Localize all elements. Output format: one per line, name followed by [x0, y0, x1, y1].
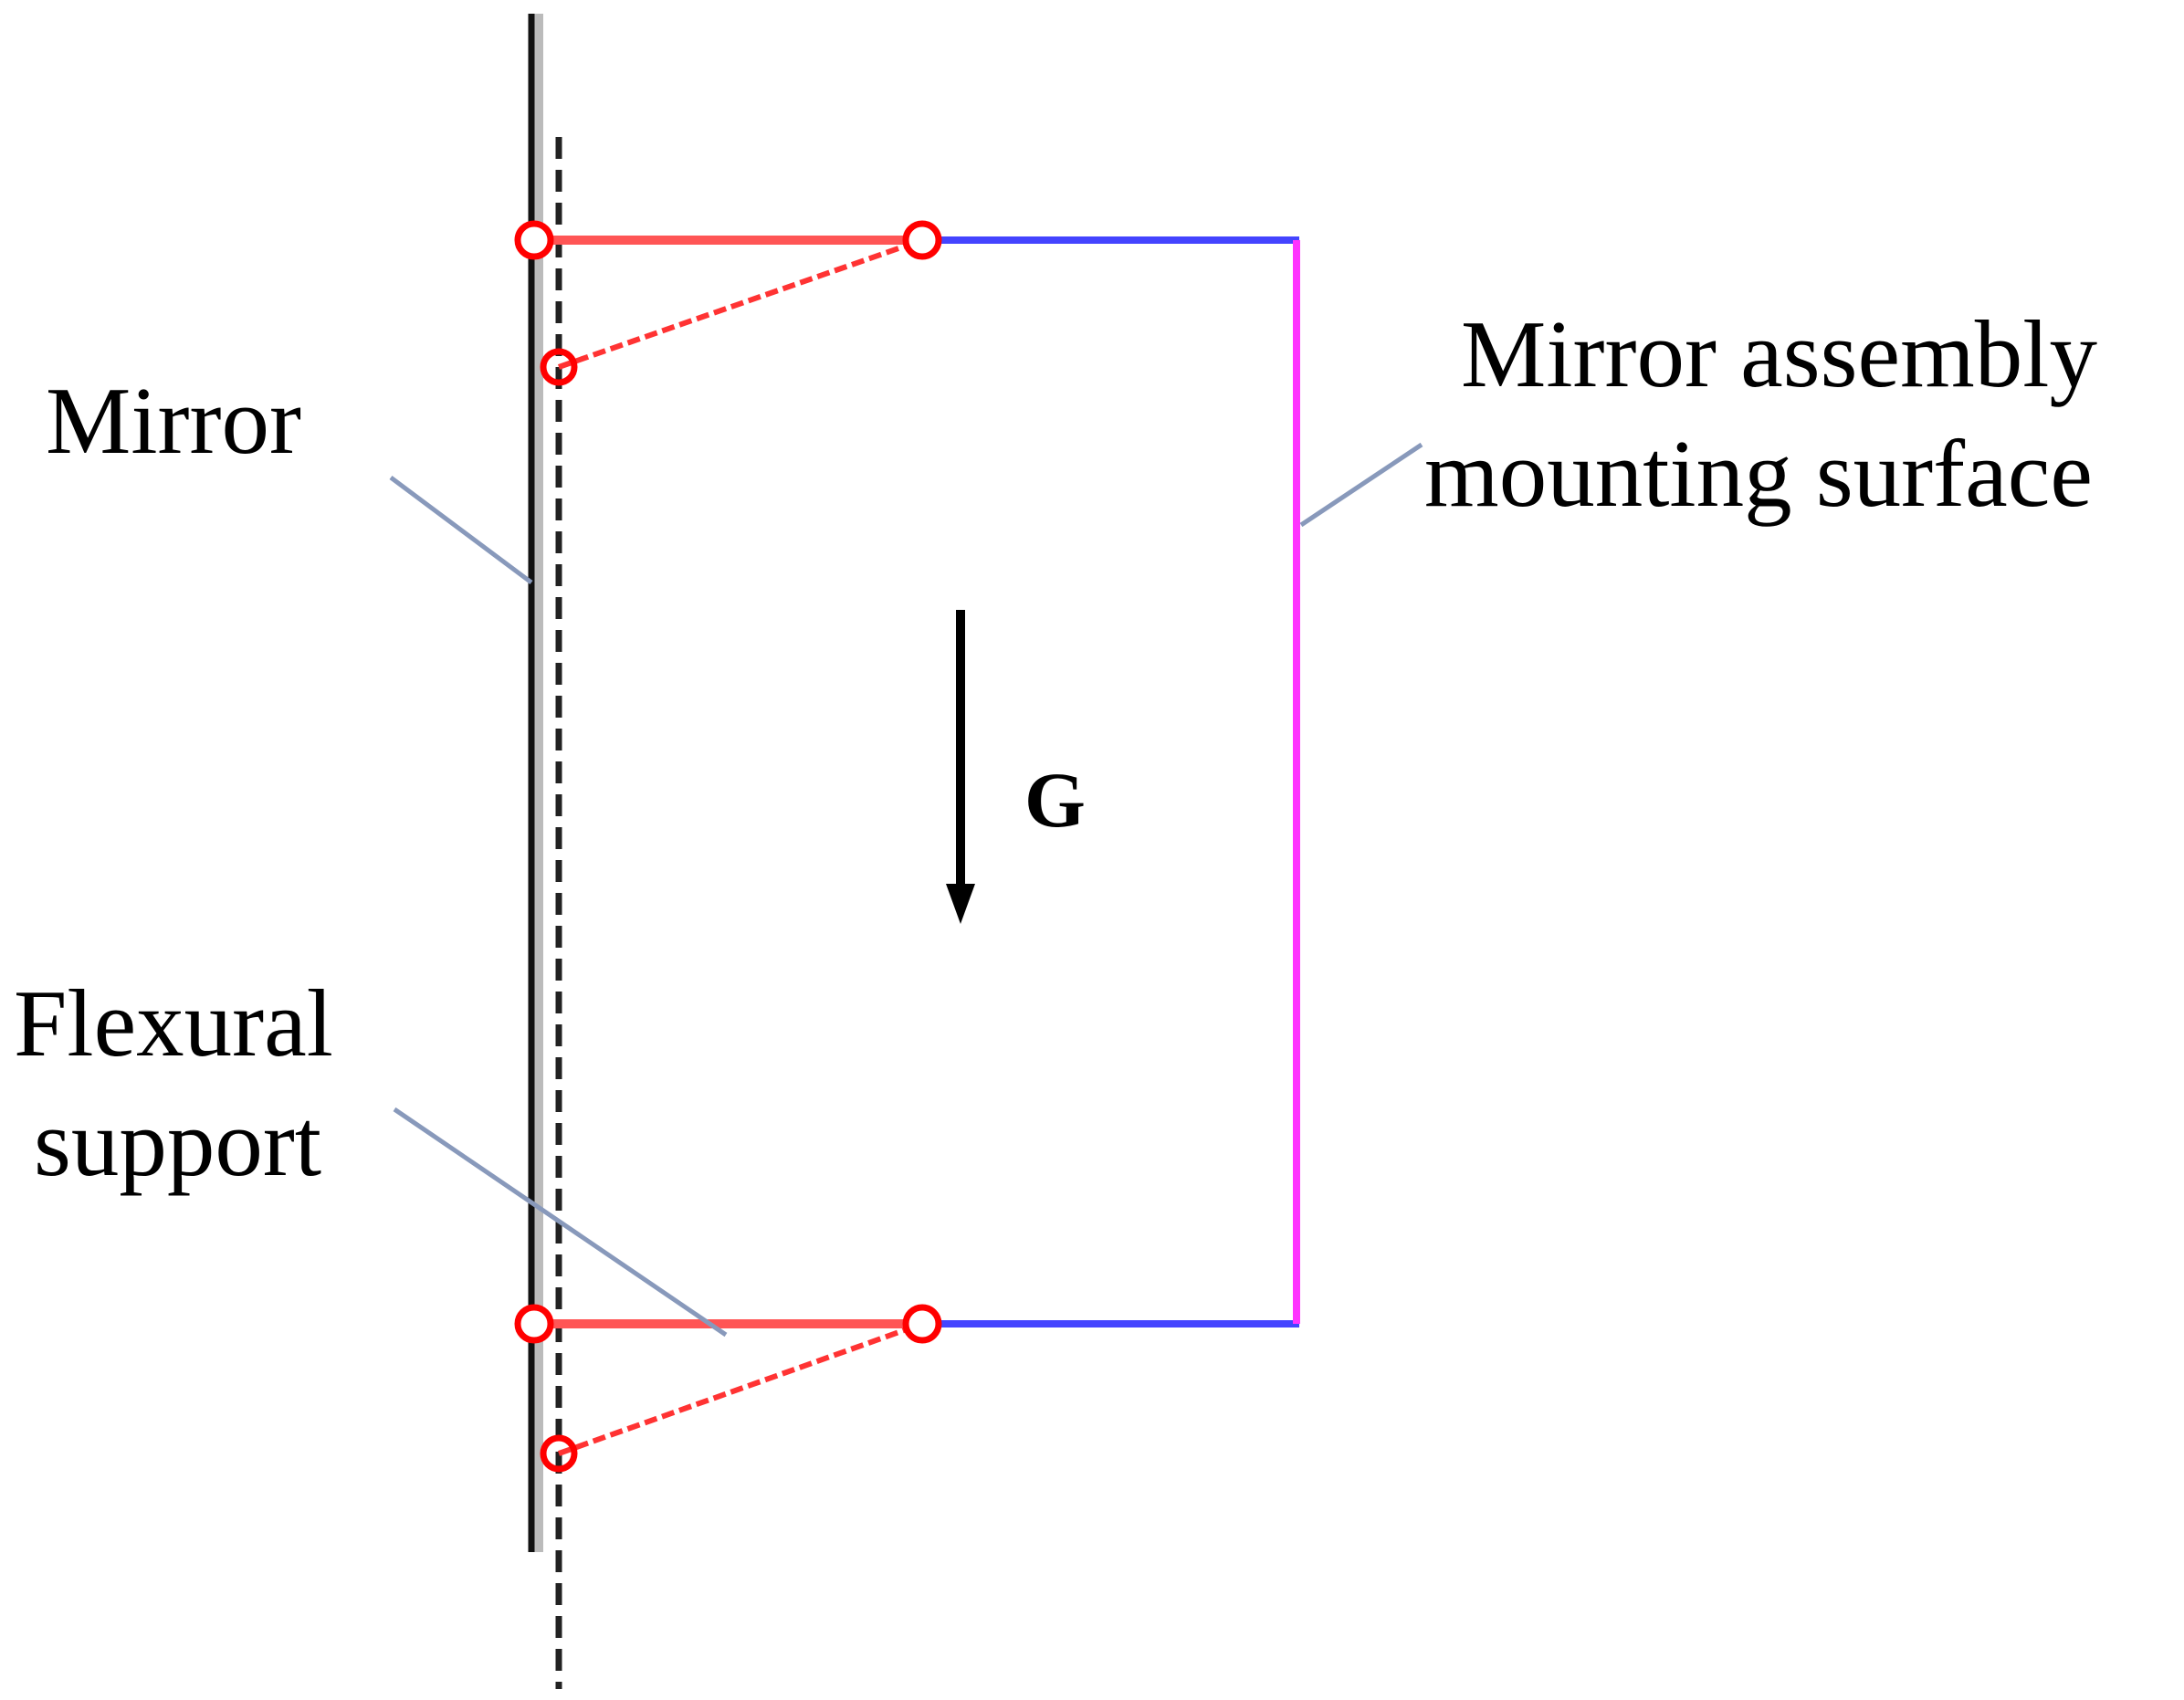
arrow-down-head: [946, 884, 975, 924]
flexural-support-label: Flexural support: [14, 963, 333, 1203]
hinge-circle-icon: [514, 1304, 554, 1344]
hinge-circle-icon: [540, 348, 578, 386]
mounting-surface-label-line2: mounting surface: [1424, 420, 2093, 528]
bottom-flexure-deformed: [557, 1321, 924, 1456]
gravity-label: G: [1024, 756, 1086, 844]
flexural-support-label-line1: Flexural: [14, 970, 333, 1076]
mounting-surface-label-line1: Mirror assembly: [1461, 300, 2097, 407]
mirror-label: Mirror: [46, 367, 301, 474]
flexural-support-label-line2: support: [34, 1089, 321, 1197]
hinge-circle-icon: [540, 1434, 578, 1473]
mounting-surface-leader-line: [1299, 442, 1423, 528]
hinge-circle-icon: [514, 220, 554, 260]
mirror-leader-line: [389, 475, 533, 585]
mounting-surface-label: Mirror assembly mounting surface: [1424, 294, 2097, 534]
flexural-support-leader-line: [393, 1107, 728, 1338]
top-flexure-deformed: [558, 237, 923, 370]
hinge-circle-icon: [902, 220, 942, 260]
hinge-circle-icon: [902, 1304, 942, 1344]
